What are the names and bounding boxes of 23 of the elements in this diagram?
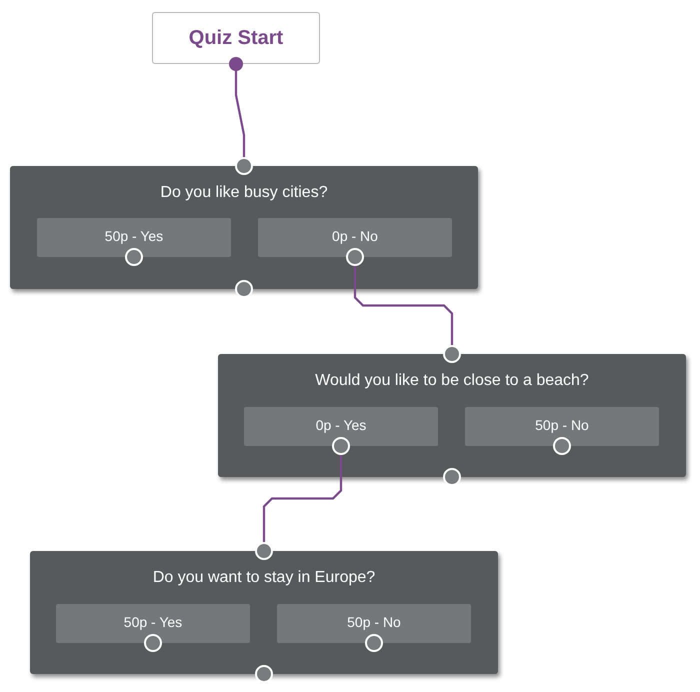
start-label: Quiz Start (188, 26, 284, 50)
answer-option (56, 604, 250, 643)
answer-label: 50p - No (347, 614, 401, 631)
answer-label: 50p - No (535, 417, 589, 434)
start-box (152, 12, 320, 64)
answer-label: 50p - Yes (124, 614, 182, 631)
question-text: Would you like to be close to a beach? (314, 372, 590, 390)
answer-option (37, 218, 231, 257)
answer-option (258, 218, 452, 257)
question-panel (10, 166, 478, 289)
question-panel (30, 551, 498, 674)
answer-option (277, 604, 471, 643)
answer-label: 0p - No (332, 228, 378, 245)
answer-label: 0p - Yes (316, 417, 366, 434)
question-text: Do you want to stay in Europe? (152, 569, 376, 587)
connector-line (229, 57, 253, 175)
answer-option (244, 407, 438, 446)
answer-option (465, 407, 659, 446)
answer-label: 50p - Yes (104, 228, 164, 245)
connector-line (255, 437, 350, 560)
question-panel (218, 354, 686, 477)
question-text: Do you like busy cities? (159, 184, 329, 202)
connector-line (346, 248, 461, 363)
